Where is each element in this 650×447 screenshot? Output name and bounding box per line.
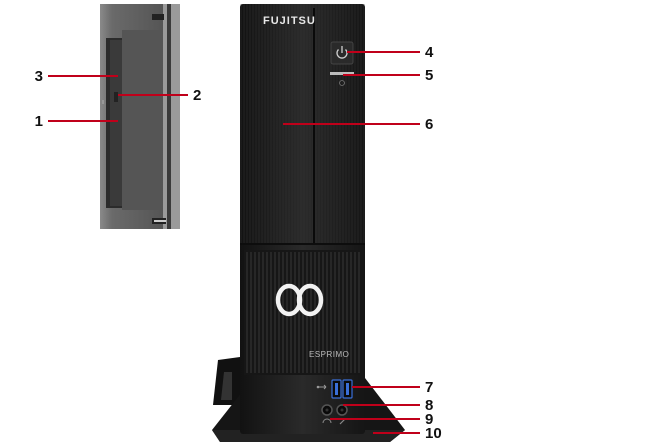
callout-number-6: 6: [425, 116, 433, 133]
callout-number-7: 7: [425, 379, 433, 396]
hdd-indicator: [330, 72, 354, 75]
drive-eject-button: [114, 92, 118, 102]
callout-number-2: 2: [193, 87, 201, 104]
callout-number-10: 10: [425, 425, 442, 442]
hdd-icon: [339, 80, 345, 86]
callout-number-5: 5: [425, 67, 433, 84]
callout-number-1: 1: [35, 113, 43, 130]
fujitsu-infinity-logo-icon: [275, 283, 324, 317]
callout-number-8: 8: [425, 397, 433, 414]
usb-symbol-icon: [316, 384, 327, 390]
pc-tower: FUJITSU ESPRIMO: [212, 4, 405, 442]
callout-number-9: 9: [425, 411, 433, 428]
callout-number-3: 3: [35, 68, 43, 85]
brand-logo-text: FUJITSU: [263, 15, 316, 27]
optical-drive-edge: [163, 4, 180, 229]
power-icon: [336, 46, 348, 59]
optical-drive-detail: [100, 4, 180, 229]
callout-number-4: 4: [425, 44, 434, 61]
model-name-text: ESPRIMO: [309, 350, 349, 359]
headphone-icon: [322, 418, 332, 424]
